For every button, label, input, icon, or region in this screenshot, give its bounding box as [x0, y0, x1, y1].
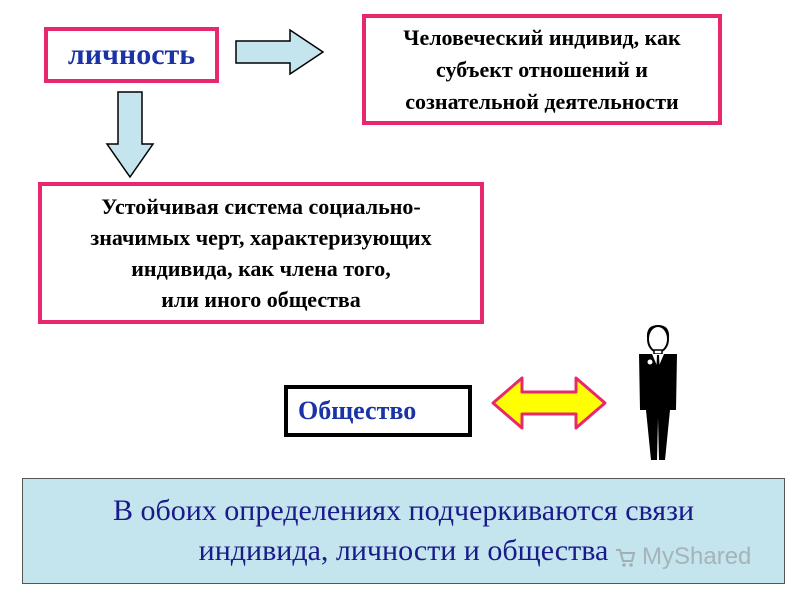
businessman-icon: [639, 325, 677, 460]
definition-1-line: Человеческий индивид, как: [403, 24, 681, 50]
cart-logo-icon: [616, 549, 636, 567]
double-arrow-icon: [491, 376, 607, 430]
lichnost-box: личность: [44, 27, 219, 83]
definition-2-line: значимых черт, характеризующих: [90, 225, 432, 250]
lichnost-label: личность: [67, 38, 196, 71]
conclusion-line: индивида, личности и общества: [198, 534, 609, 567]
definition-2-box: Устойчивая система социально- значимых ч…: [38, 182, 484, 324]
right-arrow-icon: [235, 28, 325, 76]
definition-2-line: индивида, как члена того,: [131, 256, 391, 281]
definition-1-line: субъект отношений и: [436, 56, 648, 82]
obshchestvo-label: Общество: [298, 396, 417, 425]
conclusion-line: В обоих определениях подчеркиваются связ…: [112, 494, 695, 527]
obshchestvo-box: Общество: [284, 385, 472, 437]
definition-2-line: или иного общества: [161, 287, 361, 312]
definition-1-box: Человеческий индивид, как субъект отноше…: [362, 14, 722, 125]
definition-1-line: сознательной деятельности: [405, 88, 679, 114]
watermark: MyShared: [614, 542, 774, 572]
definition-2-line: Устойчивая система социально-: [101, 194, 421, 219]
watermark-text: MyShared: [642, 543, 752, 570]
conclusion-box: В обоих определениях подчеркиваются связ…: [22, 478, 785, 584]
down-arrow-icon: [105, 91, 155, 179]
